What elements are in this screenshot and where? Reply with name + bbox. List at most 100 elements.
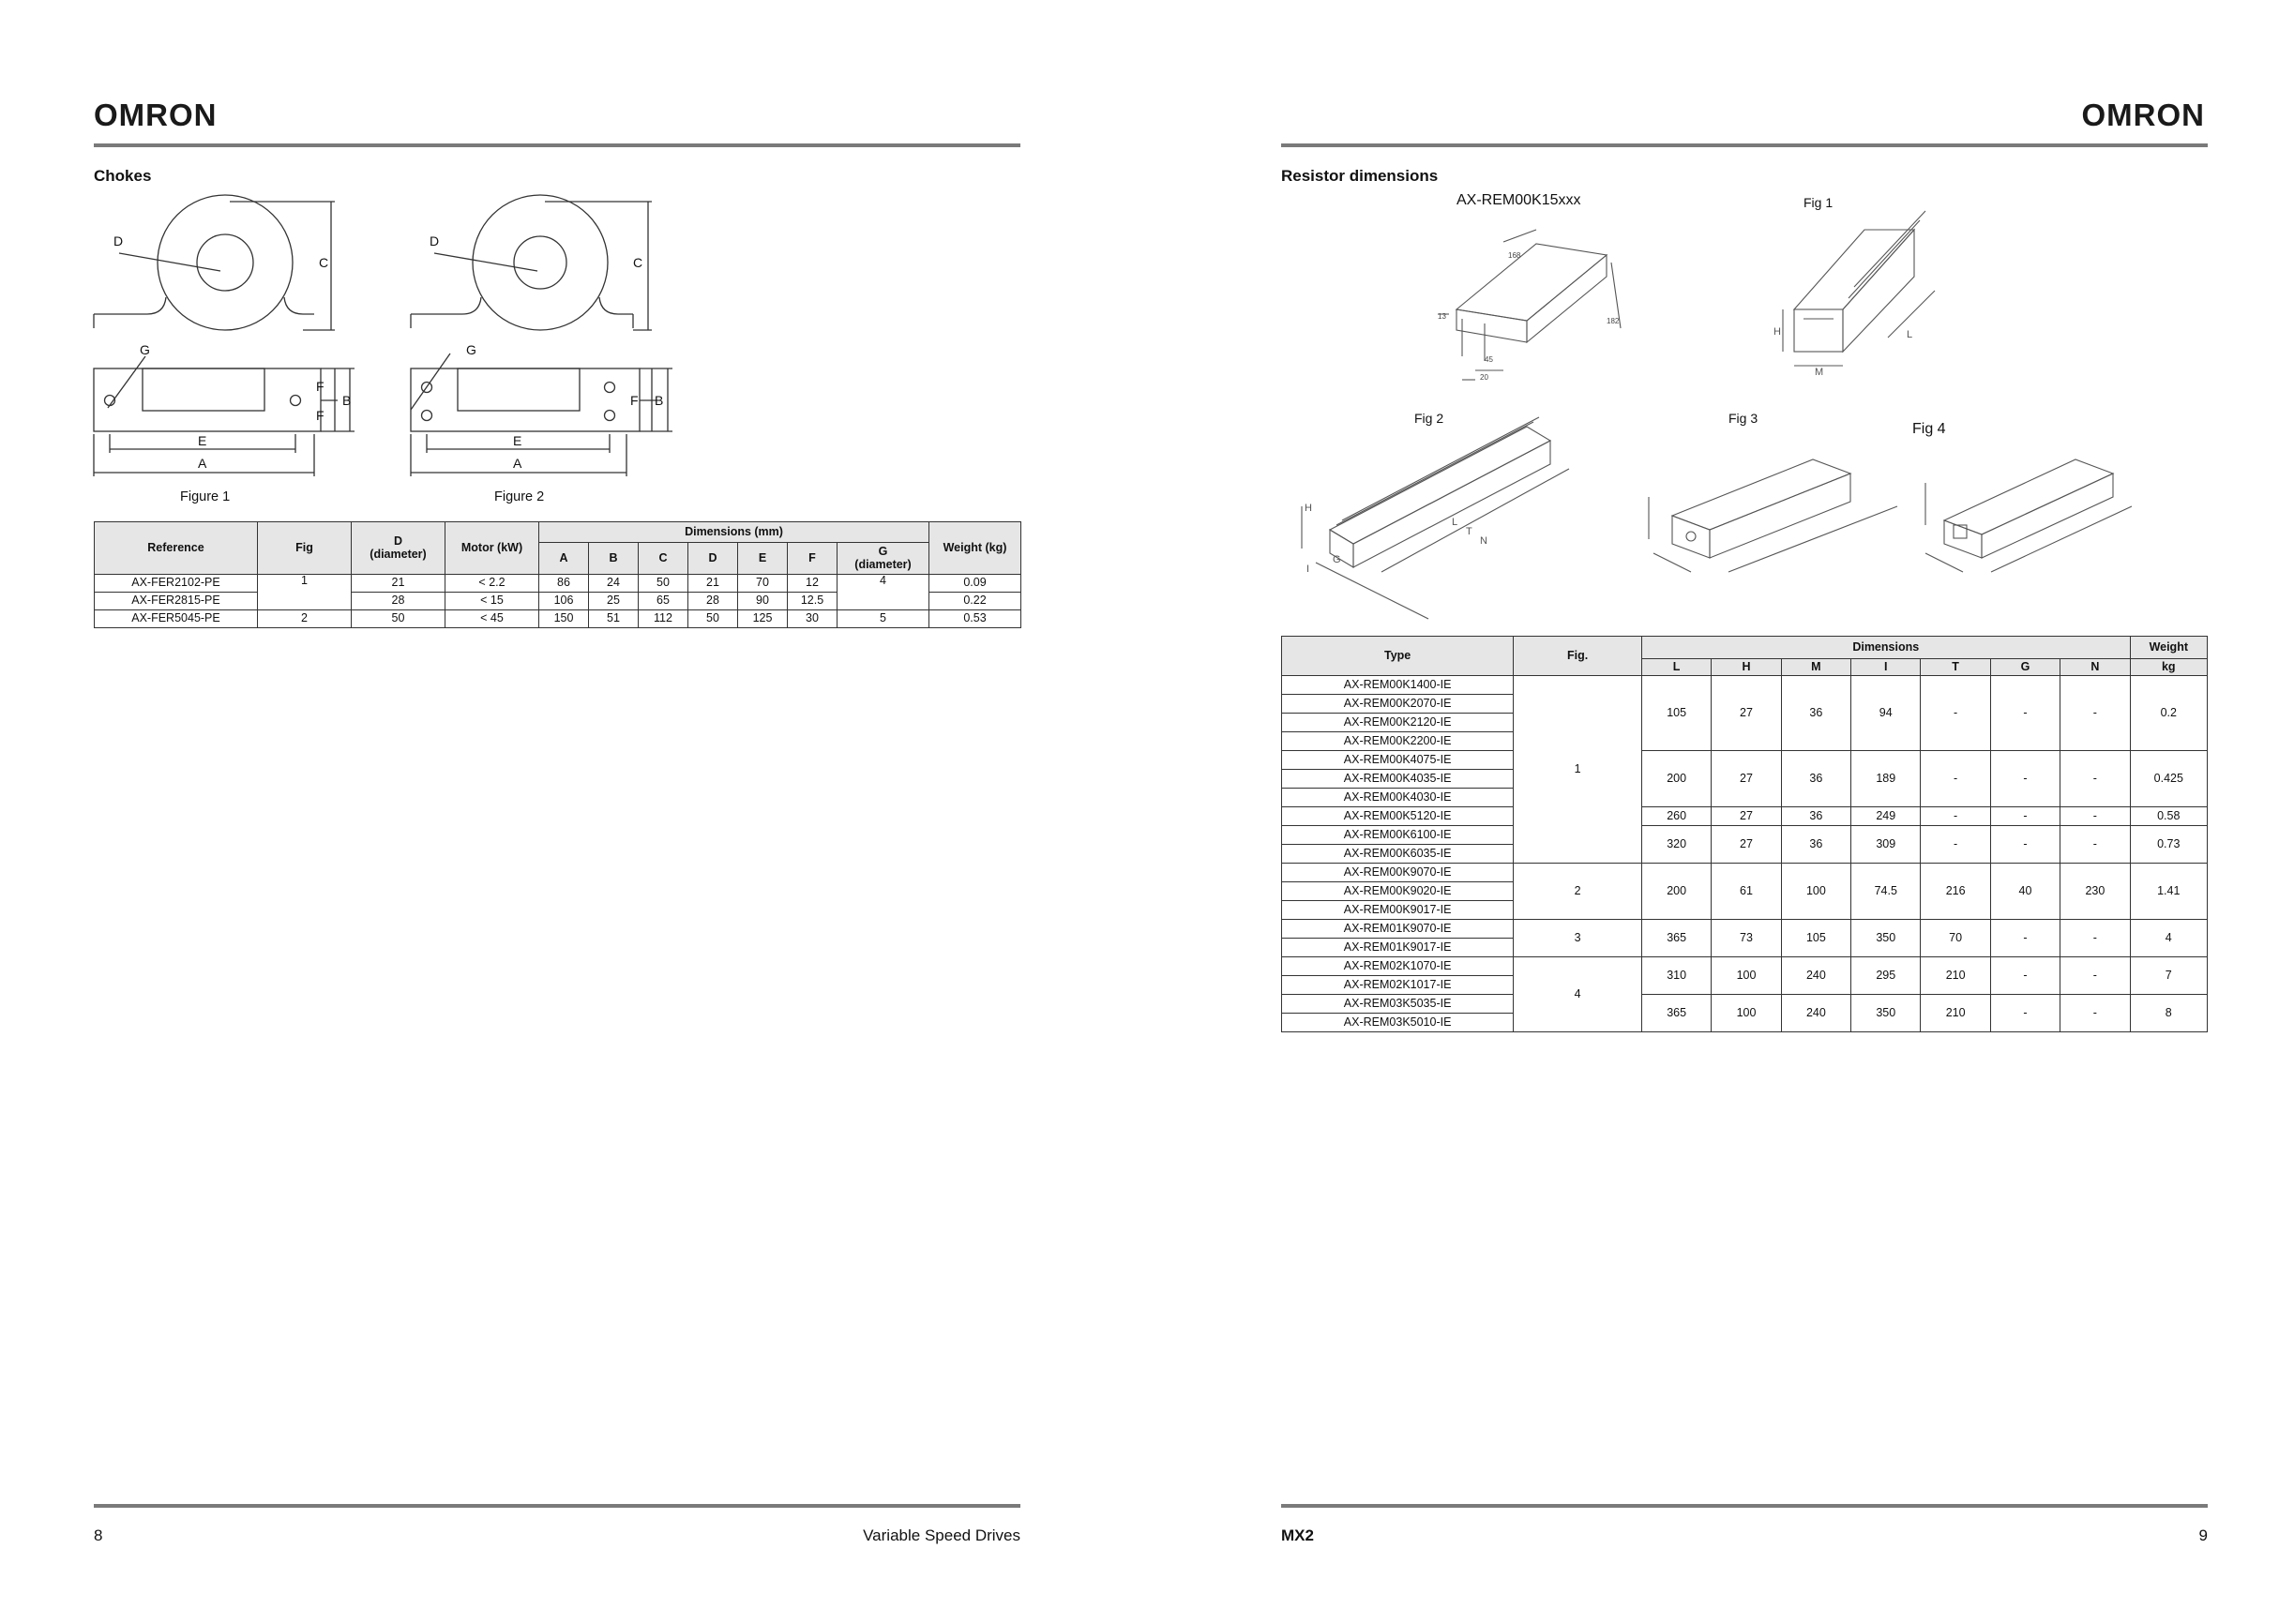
- fig2-label-g: G: [1333, 554, 1341, 565]
- omron-logo: OMRON: [94, 98, 218, 132]
- fig2-label-n: N: [1480, 535, 1487, 547]
- col-header-g-diameter: G (diameter): [836, 542, 930, 575]
- col-header-d-diameter: D (diameter): [351, 521, 445, 575]
- model-dim-182: 182: [1607, 317, 1620, 325]
- cell-h: 100: [1711, 956, 1782, 995]
- col-header-reference: Reference: [94, 521, 258, 575]
- fig2-label-c: C: [633, 255, 642, 270]
- cell-e: 70: [737, 574, 788, 593]
- table-row: AX-REM00K4075-IE 200 27 36 189 - - - 0.4…: [1280, 750, 2209, 807]
- col-header-dimensions: Dimensions: [1640, 636, 2131, 659]
- cell-i: 309: [1850, 825, 1922, 864]
- cell-t: -: [1920, 806, 1991, 826]
- cell-b: 24: [588, 574, 639, 593]
- cell-type: AX-REM00K6100-IE: [1280, 825, 1515, 845]
- cell-motor: < 45: [445, 609, 539, 628]
- cell-n: -: [2060, 806, 2131, 826]
- cell-type: AX-REM00K2070-IE: [1280, 694, 1515, 714]
- cell-type: AX-REM01K9017-IE: [1280, 938, 1515, 957]
- cell-fig: 3: [1513, 919, 1642, 957]
- fig1-label-b: B: [342, 393, 351, 408]
- cell-m: 36: [1780, 806, 1852, 826]
- right-page: OMRON Resistor dimensions AX-REM00K15xxx…: [1147, 0, 2294, 1624]
- cell-t: 210: [1920, 956, 1991, 995]
- cell-type: AX-REM02K1070-IE: [1280, 956, 1515, 976]
- cell-type: AX-REM03K5035-IE: [1280, 994, 1515, 1014]
- fig2-label-l: L: [1452, 517, 1457, 528]
- cell-t: 210: [1920, 994, 1991, 1032]
- cell-b: 25: [588, 592, 639, 610]
- cell-d: 21: [351, 574, 445, 593]
- table-row: AX-FER5045-PE 2 50 < 45 150 51 112 50 12…: [94, 609, 1022, 628]
- fig1-label-h: H: [1773, 326, 1781, 338]
- fig2-label-i: I: [1306, 564, 1309, 575]
- cell-reference: AX-FER2102-PE: [94, 574, 258, 593]
- figure1-caption: Figure 1: [180, 489, 230, 504]
- cell-l: 200: [1640, 750, 1713, 807]
- table-row: AX-REM00K1400-IE 1 105 27 36 94 - - - 0.…: [1280, 675, 2209, 864]
- cell-g: 5: [836, 609, 930, 628]
- col-header-n: N: [2060, 658, 2131, 676]
- cell-m: 240: [1780, 956, 1852, 995]
- cell-i: 94: [1850, 675, 1922, 751]
- table-row: AX-REM02K1070-IE 4 310 100 240 295 210 -…: [1280, 956, 2209, 1032]
- cell-type: AX-REM01K9070-IE: [1280, 919, 1515, 939]
- left-page: OMRON Chokes: [93, 98, 1022, 1544]
- cell-reference: AX-FER5045-PE: [94, 609, 258, 628]
- fig1-caption: Fig 1: [1804, 195, 1833, 210]
- cell-t: -: [1920, 675, 1991, 751]
- cell-type: AX-REM00K2200-IE: [1280, 731, 1515, 751]
- fig1-label-l: L: [1907, 329, 1912, 340]
- fig2-label-h: H: [1305, 503, 1312, 514]
- cell-n: -: [2060, 919, 2131, 957]
- cell-fig: 4: [1513, 956, 1642, 1032]
- fig1-label-m: M: [1815, 367, 1823, 378]
- cell-weight: 4: [2129, 919, 2209, 957]
- cell-reference: AX-FER2815-PE: [94, 592, 258, 610]
- cell-t: -: [1920, 750, 1991, 807]
- col-header-fig: Fig.: [1513, 636, 1642, 676]
- model-label: AX-REM00K15xxx: [1456, 192, 1581, 208]
- footer-rule: [94, 1504, 1020, 1508]
- fig1-drawing: [1782, 210, 1936, 367]
- cell-weight: 0.73: [2129, 825, 2209, 864]
- cell-i: 249: [1850, 806, 1922, 826]
- col-header-d: D: [687, 542, 738, 575]
- cell-l: 200: [1640, 863, 1713, 920]
- cell-weight: 0.09: [928, 574, 1022, 593]
- cell-h: 27: [1711, 825, 1782, 864]
- fig1-label-e: E: [198, 433, 206, 448]
- cell-t: 216: [1920, 863, 1991, 920]
- table-row: AX-REM03K5010-IE: [1280, 1013, 2208, 1032]
- col-header-kg: kg: [2129, 658, 2209, 676]
- model-dim-168: 168: [1508, 251, 1521, 260]
- cell-weight: 0.2: [2129, 675, 2209, 751]
- table-row: AX-REM01K9017-IE: [1280, 938, 2208, 957]
- cell-f: 12.5: [787, 592, 838, 610]
- cell-d: 50: [351, 609, 445, 628]
- table-row: AX-FER2102-PE 1 21 < 2.2 86 24 50 21 70 …: [94, 574, 1022, 610]
- col-header-f: F: [787, 542, 838, 575]
- fig2-label-f: F: [630, 393, 639, 408]
- fig2-label-b: B: [655, 393, 663, 408]
- cell-type: AX-REM00K4035-IE: [1280, 769, 1515, 789]
- cell-l: 365: [1640, 994, 1713, 1032]
- cell-h: 100: [1711, 994, 1782, 1032]
- col-header-weight: Weight (kg): [928, 521, 1022, 575]
- cell-fig: 1: [257, 574, 352, 610]
- cell-h: 27: [1711, 806, 1782, 826]
- fig2-label-g: G: [466, 342, 476, 357]
- cell-type: AX-REM00K5120-IE: [1280, 806, 1515, 826]
- table-row: AX-REM01K9070-IE 3 365 73 105 350 70 - -…: [1280, 919, 2209, 957]
- cell-type: AX-REM00K4030-IE: [1280, 788, 1515, 807]
- col-header-t: T: [1920, 658, 1991, 676]
- fig1-label-c: C: [319, 255, 328, 270]
- resistor-table: Type Fig. Dimensions Weight L H M I T G …: [1280, 636, 2209, 1032]
- col-header-type: Type: [1280, 636, 1515, 676]
- cell-l: 105: [1640, 675, 1713, 751]
- cell-n: -: [2060, 750, 2131, 807]
- cell-d: 28: [351, 592, 445, 610]
- col-header-a: A: [538, 542, 589, 575]
- cell-m: 240: [1780, 994, 1852, 1032]
- cell-m: 36: [1780, 750, 1852, 807]
